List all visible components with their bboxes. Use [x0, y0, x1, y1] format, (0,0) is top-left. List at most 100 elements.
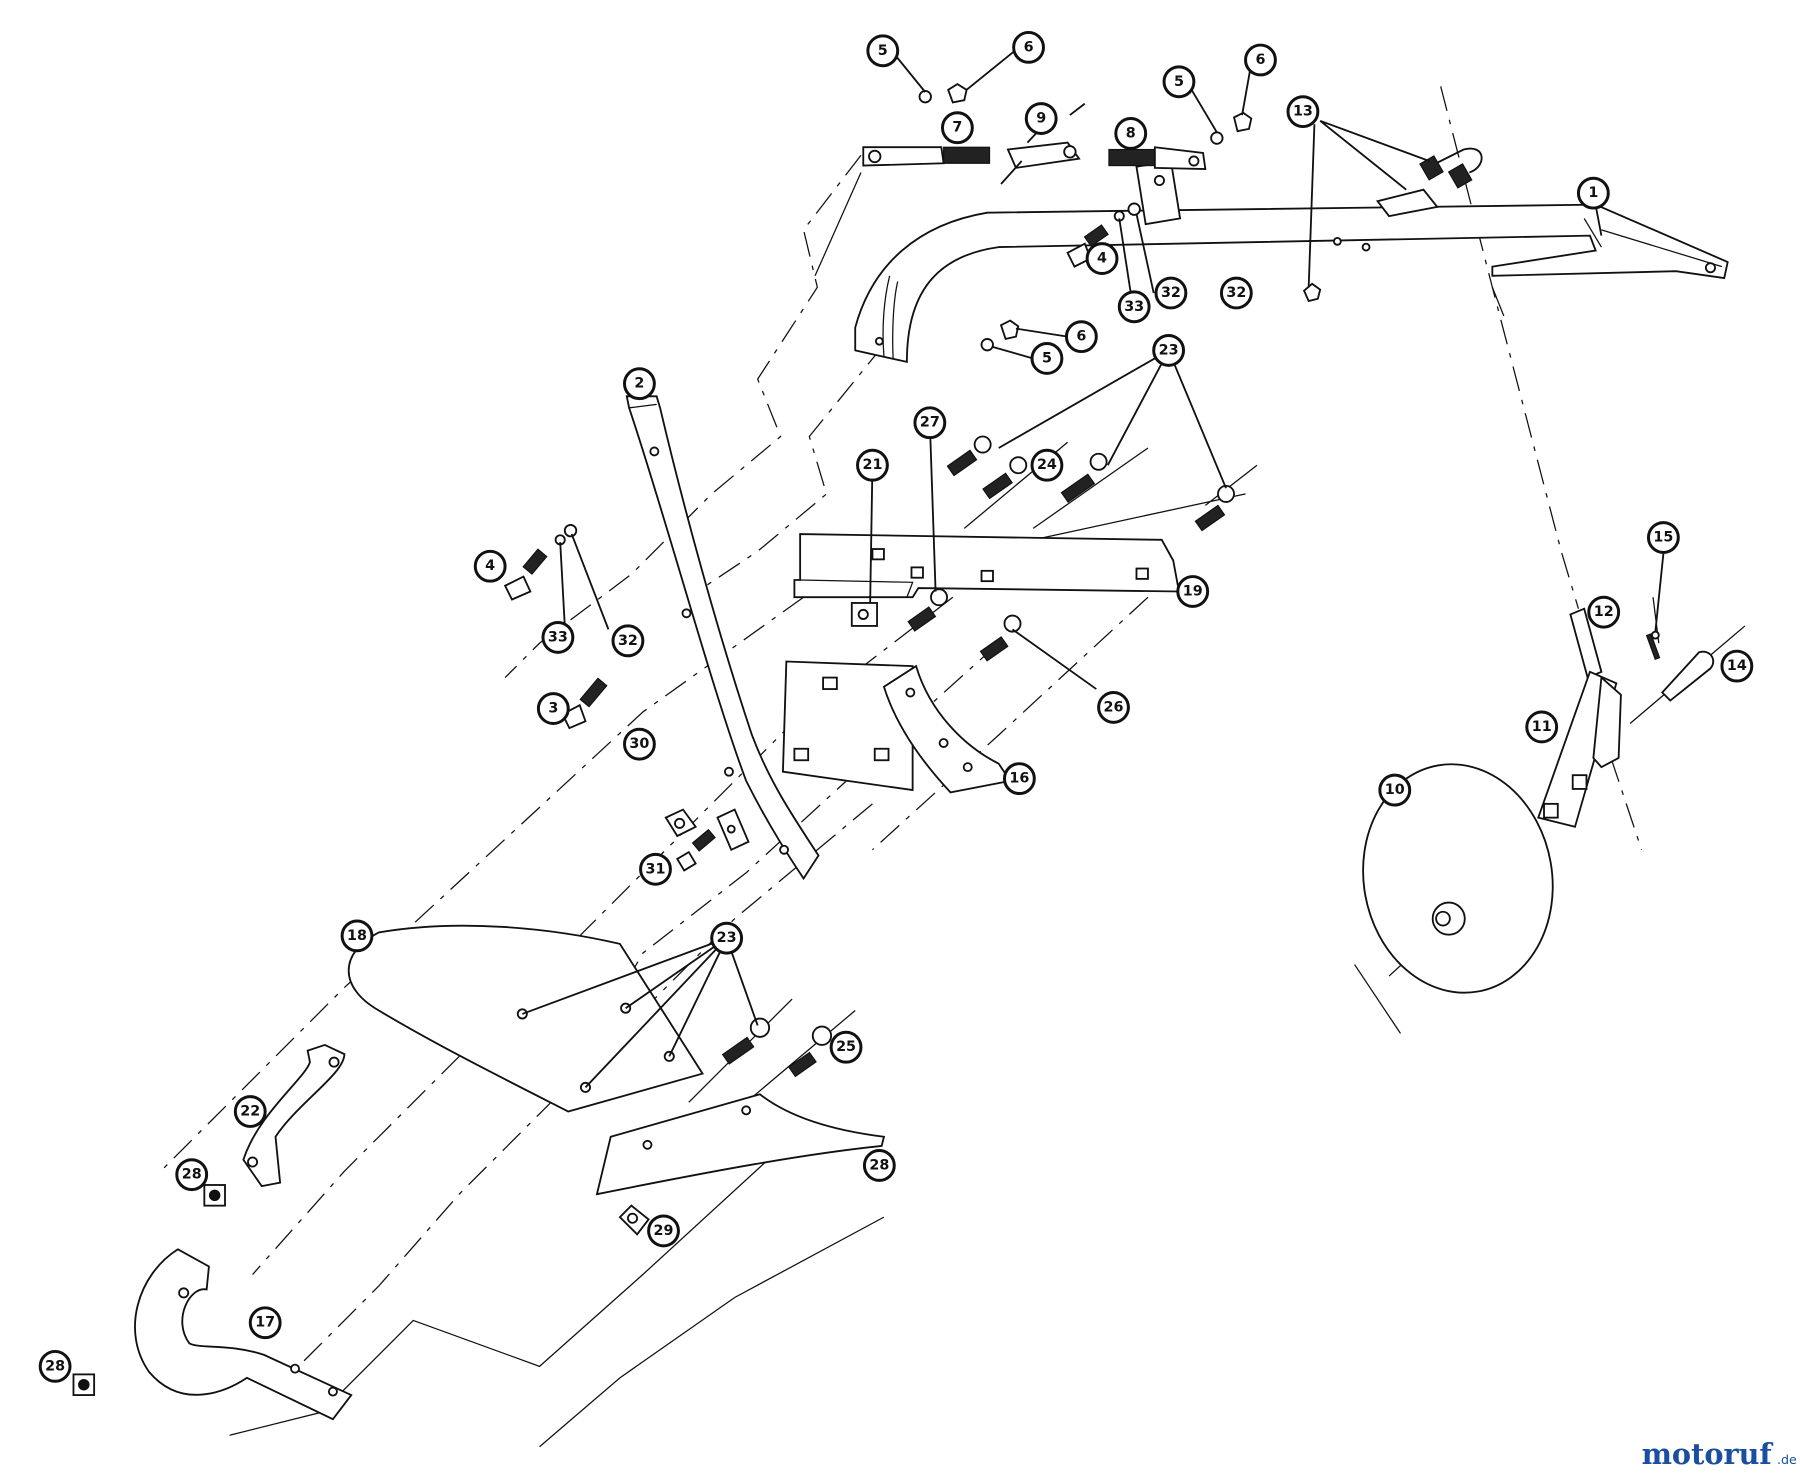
callout-23: 23	[710, 921, 744, 955]
svg-text:6: 6	[1255, 52, 1265, 68]
svg-text:16: 16	[1009, 771, 1029, 787]
bracket-part-22	[203, 1043, 346, 1207]
svg-text:4: 4	[1097, 251, 1107, 267]
callout-4: 4	[473, 549, 507, 583]
svg-text:32: 32	[1226, 285, 1246, 301]
callout-8: 8	[1114, 117, 1148, 150]
share-part	[595, 1093, 886, 1236]
svg-text:19: 19	[1183, 583, 1203, 599]
callout-31: 31	[639, 852, 672, 886]
callout-2: 2	[622, 367, 656, 401]
leader-lines	[522, 50, 1665, 1089]
callout-33: 33	[1117, 290, 1151, 324]
svg-text:.de: .de	[1777, 1452, 1797, 1467]
callout-32: 32	[1219, 276, 1253, 310]
callout-labels: 1 2 3 4 4 5 5 5 6 6 6 7 8 9 10 11 12 13 …	[38, 30, 1754, 1383]
svg-text:30: 30	[629, 736, 649, 752]
svg-text:27: 27	[920, 415, 940, 431]
svg-text:25: 25	[836, 1039, 856, 1055]
svg-text:17: 17	[255, 1315, 275, 1331]
callout-5: 5	[1030, 342, 1064, 375]
svg-text:6: 6	[1024, 39, 1034, 55]
callout-33: 33	[541, 620, 575, 654]
svg-text:28: 28	[869, 1157, 889, 1173]
callout-15: 15	[1646, 521, 1680, 554]
svg-text:23: 23	[1159, 342, 1179, 358]
svg-text:31: 31	[646, 861, 666, 877]
svg-text:4: 4	[485, 558, 495, 574]
svg-text:15: 15	[1653, 530, 1673, 546]
svg-text:14: 14	[1727, 658, 1747, 674]
callout-6: 6	[1244, 43, 1277, 77]
callout-26: 26	[1097, 691, 1130, 724]
svg-text:11: 11	[1532, 719, 1552, 735]
svg-text:33: 33	[1124, 299, 1144, 315]
callout-6: 6	[1064, 320, 1098, 354]
svg-text:7: 7	[952, 120, 962, 136]
svg-text:29: 29	[654, 1223, 674, 1239]
svg-text:1: 1	[1588, 185, 1598, 201]
callout-24: 24	[1030, 448, 1064, 482]
standard-part-2	[625, 395, 820, 881]
svg-text:3: 3	[548, 701, 558, 717]
plate-part-19	[793, 435, 1235, 662]
svg-text:22: 22	[240, 1104, 260, 1120]
callout-28: 28	[175, 1158, 209, 1192]
svg-text:5: 5	[1042, 350, 1052, 366]
svg-text:24: 24	[1037, 457, 1057, 473]
svg-text:32: 32	[1161, 285, 1181, 301]
svg-text:5: 5	[878, 43, 888, 59]
callout-3: 3	[536, 692, 570, 725]
gauge-wheel-part-10	[1362, 607, 1715, 994]
callout-27: 27	[913, 406, 947, 440]
callout-10: 10	[1378, 773, 1412, 807]
svg-text:26: 26	[1104, 699, 1124, 715]
svg-text:9: 9	[1036, 111, 1046, 127]
svg-text:2: 2	[634, 376, 644, 392]
svg-text:21: 21	[862, 457, 882, 473]
svg-text:motoruf: motoruf	[1642, 1437, 1774, 1471]
callout-1: 1	[1576, 176, 1610, 210]
callout-23: 23	[1152, 334, 1186, 367]
callout-22: 22	[233, 1095, 267, 1128]
callout-9: 9	[1024, 102, 1058, 135]
callout-4: 4	[1085, 242, 1119, 275]
callout-12: 12	[1587, 595, 1621, 629]
svg-text:28: 28	[182, 1167, 202, 1183]
callout-11: 11	[1525, 710, 1559, 744]
svg-text:8: 8	[1126, 125, 1136, 141]
svg-text:33: 33	[548, 629, 568, 645]
callout-share: 28	[862, 1149, 896, 1182]
svg-text:13: 13	[1293, 104, 1313, 120]
callout-29: 29	[647, 1214, 680, 1248]
svg-text:6: 6	[1076, 329, 1086, 345]
callout-32: 32	[1154, 276, 1188, 310]
bracket-part-17	[72, 1248, 353, 1421]
callout-32: 32	[611, 624, 645, 658]
callout-16: 16	[1002, 762, 1036, 796]
callout-5: 5	[866, 34, 900, 68]
moldboard-part-18	[347, 924, 833, 1113]
callout-17: 17	[248, 1306, 282, 1340]
callout-19: 19	[1176, 575, 1210, 608]
callout-6: 6	[1012, 30, 1045, 64]
callout-14: 14	[1720, 649, 1754, 683]
svg-text:12: 12	[1594, 604, 1614, 620]
callout-5: 5	[1162, 65, 1196, 99]
landside-part-16	[781, 660, 1012, 794]
callout-21: 21	[856, 448, 889, 482]
callout-13: 13	[1286, 95, 1320, 129]
svg-text:10: 10	[1385, 782, 1405, 798]
beam-part-1	[854, 147, 1729, 364]
turnbuckle-parts-7-8-9	[862, 83, 1253, 352]
svg-text:18: 18	[347, 928, 367, 944]
svg-text:32: 32	[618, 633, 638, 649]
svg-text:5: 5	[1174, 74, 1184, 90]
callout-18: 18	[340, 919, 374, 953]
callout-28: 28	[38, 1349, 72, 1383]
callout-25: 25	[829, 1030, 863, 1064]
svg-text:23: 23	[717, 930, 737, 946]
callout-30: 30	[622, 727, 656, 761]
